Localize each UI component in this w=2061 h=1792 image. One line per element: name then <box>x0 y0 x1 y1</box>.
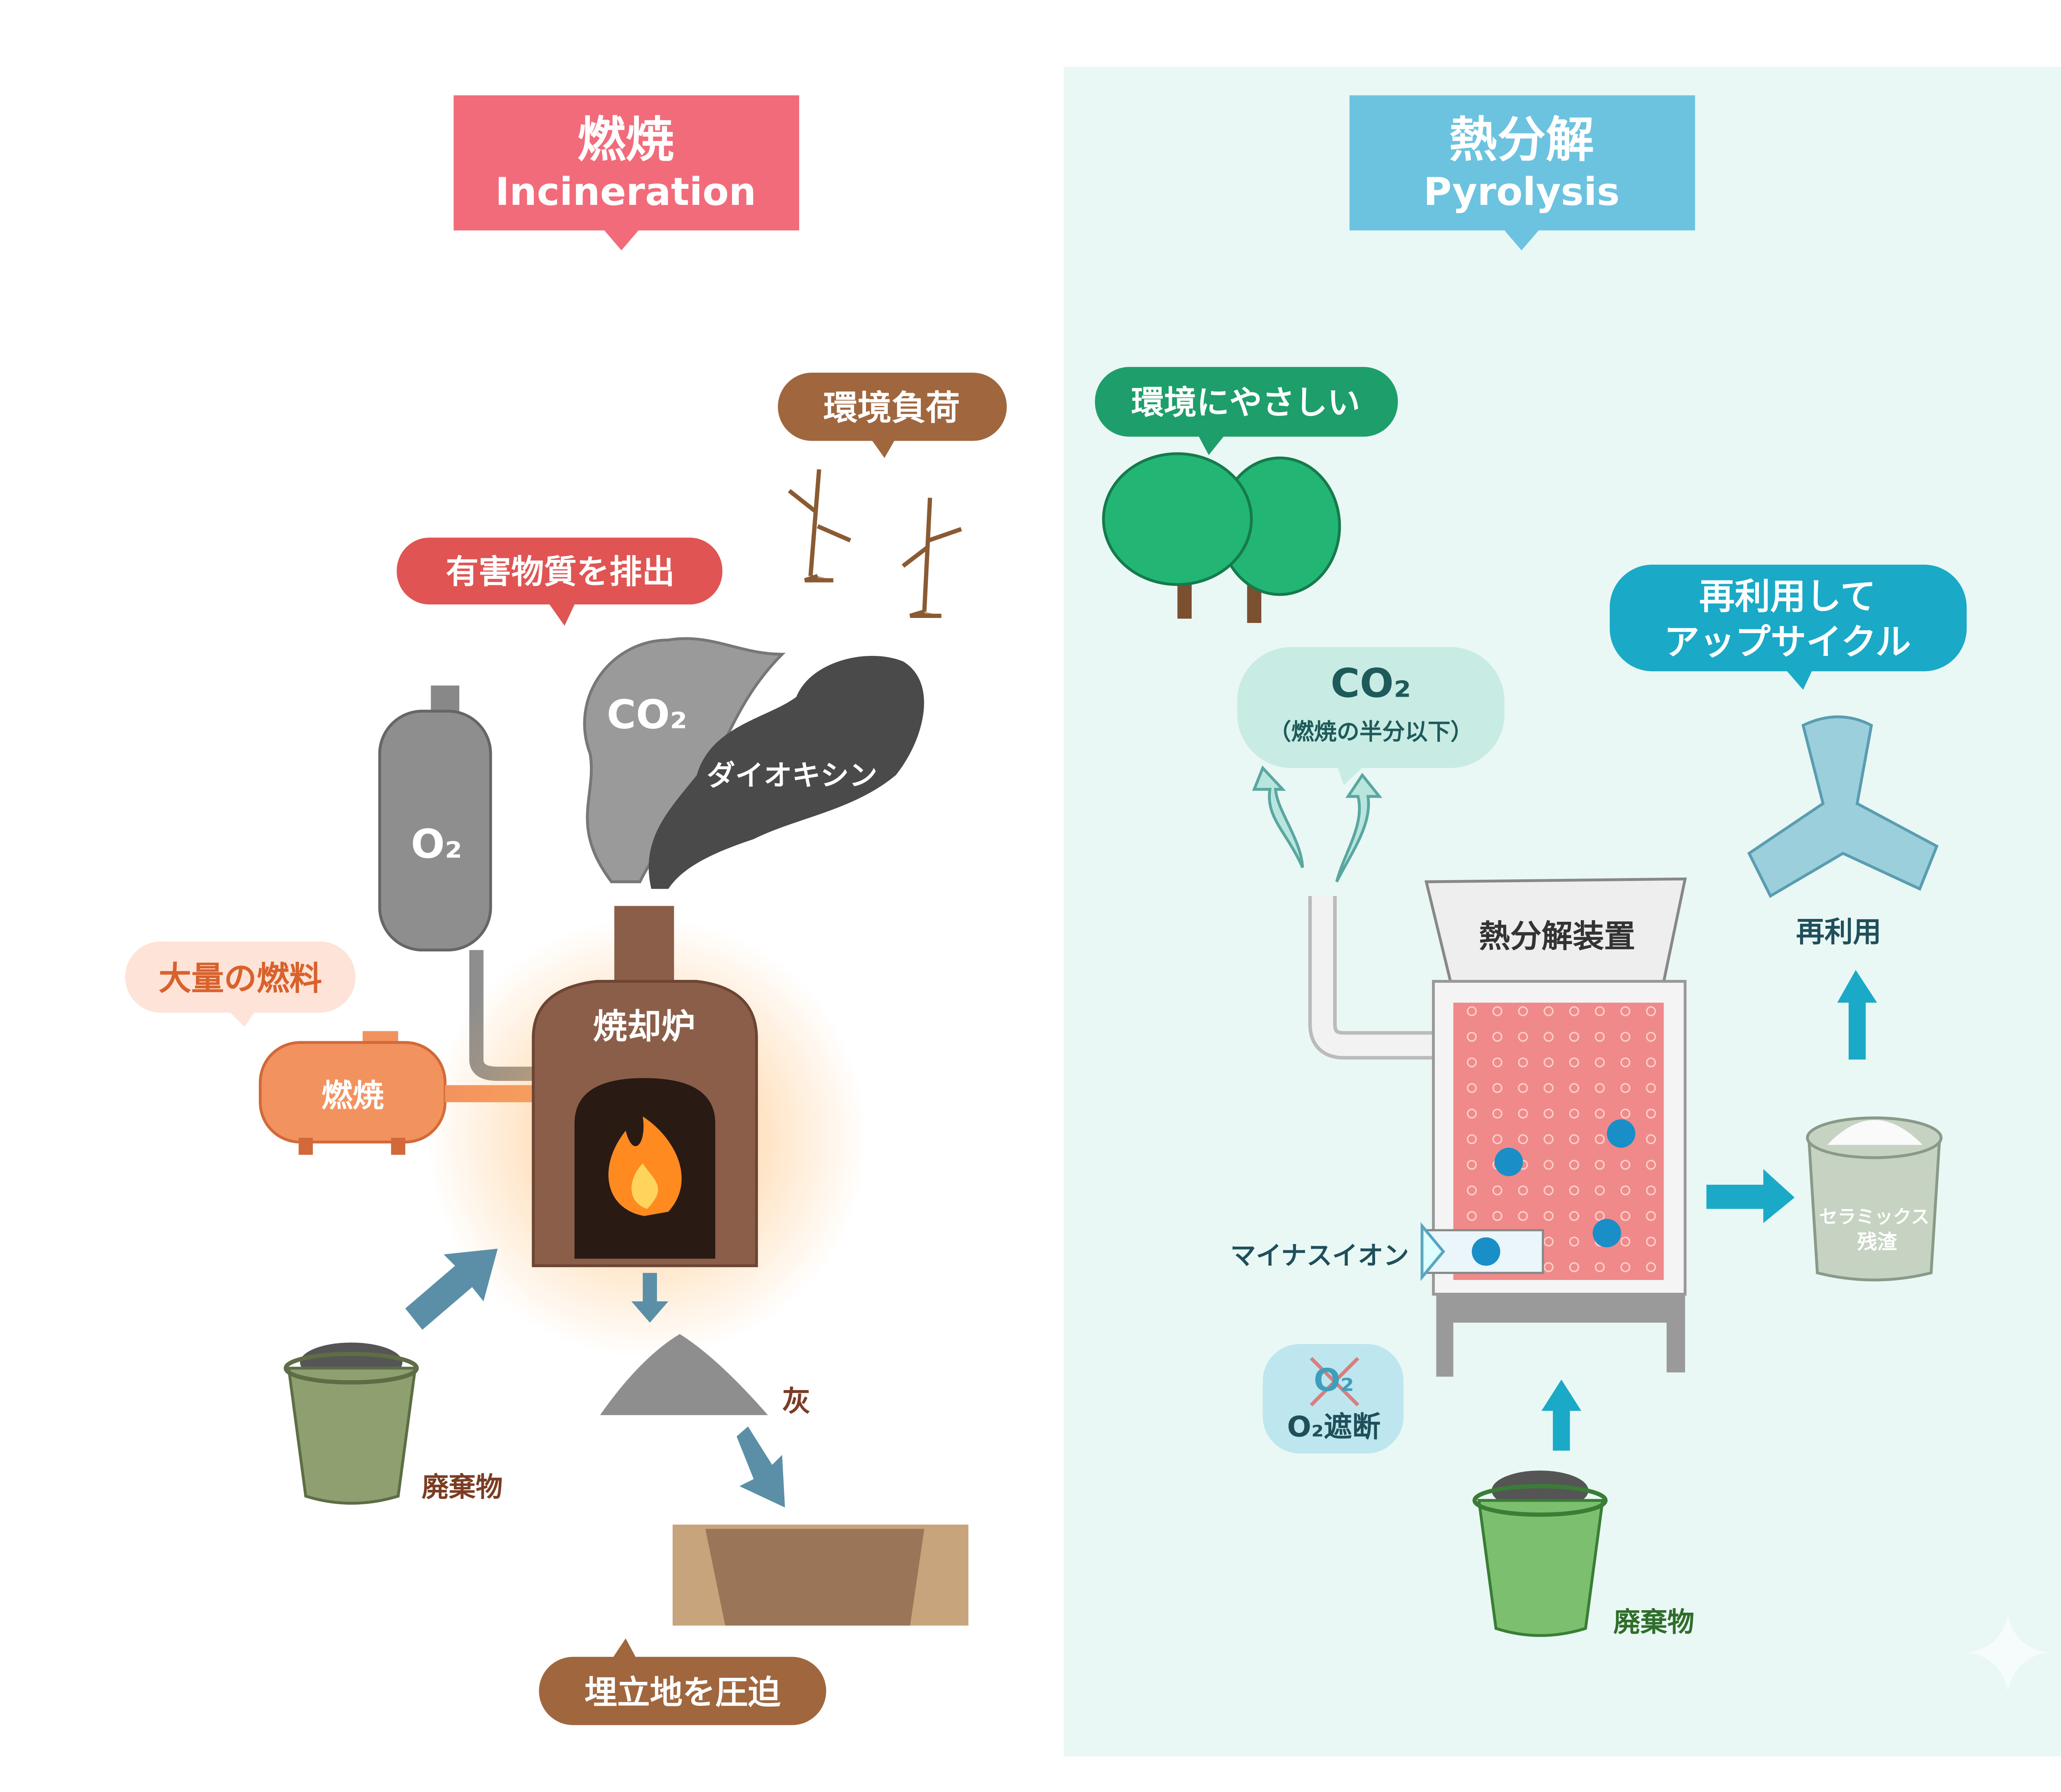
co2-smoke-icon: CO₂ <box>583 637 786 883</box>
o2-label: O₂ <box>411 820 462 867</box>
ceramic-residue-bucket-icon: セラミックス 残渣 <box>1806 1116 1943 1282</box>
exhaust-pipe-icon <box>1308 896 1434 1060</box>
landfill-label: 埋立地を圧迫 <box>584 1673 781 1712</box>
waste-bin-icon: 廃棄物 <box>284 1342 503 1505</box>
arrow-up-reuse-icon <box>1837 970 1877 1060</box>
harmful-bubble: 有害物質を排出 <box>397 538 723 626</box>
o2-block-label: O₂遮断 <box>1287 1410 1381 1443</box>
cross-mark-icon <box>1310 1357 1359 1407</box>
reuse-label: 再利用 <box>1796 916 1881 949</box>
flow-arrows <box>405 1249 785 1508</box>
rising-gas-arrows-icon <box>1252 765 1383 883</box>
arrow-to-furnace-icon <box>405 1249 498 1330</box>
ash-label: 灰 <box>782 1385 810 1418</box>
incineration-title-en: Incineration <box>495 169 756 214</box>
arrow-up-device-icon <box>1541 1379 1582 1451</box>
ceramic-line2: 残渣 <box>1857 1231 1897 1254</box>
incineration-title-ja: 燃焼 <box>577 112 674 168</box>
minus-ion-icon <box>1494 1119 1636 1247</box>
healthy-trees-icon <box>1102 452 1341 623</box>
landfill-icon <box>672 1524 969 1626</box>
tetrapod-icon <box>1747 715 1939 898</box>
fuel-bubble-label: 大量の燃料 <box>159 959 322 998</box>
pyrolysis-waste-label: 廃棄物 <box>1613 1606 1695 1638</box>
fuel-tank-label: 燃焼 <box>322 1078 384 1114</box>
landfill-bubble: 埋立地を圧迫 <box>539 1638 826 1725</box>
eco-bubble: 環境にやさしい <box>1095 367 1398 456</box>
waste-label: 廃棄物 <box>422 1471 503 1503</box>
o2-block-bubble: O₂ O₂遮断 <box>1263 1344 1404 1454</box>
furnace-label: 焼却炉 <box>593 1006 695 1046</box>
pyrolysis-device-icon: 熱分解装置 <box>1420 877 1687 1377</box>
o2-crossed-icon: O₂ <box>1314 1362 1354 1398</box>
co2-low-bubble: CO₂ （燃焼の半分以下） <box>1237 647 1505 785</box>
device-label: 熱分解装置 <box>1479 918 1635 955</box>
arrow-right-icon <box>1706 1169 1795 1223</box>
arrow-down-icon <box>631 1273 669 1323</box>
upcycle-bubble: 再利用して アップサイクル <box>1610 564 1967 690</box>
ash-pile-icon: 灰 <box>600 1334 810 1418</box>
minus-ion-label: マイナスイオン <box>1230 1240 1409 1271</box>
eco-label: 環境にやさしい <box>1131 383 1360 422</box>
pyrolysis-banner: 熱分解 Pyrolysis <box>1349 95 1695 251</box>
fire-icon <box>608 1116 682 1216</box>
arrow-to-landfill-icon <box>737 1426 785 1508</box>
dioxin-label: ダイオキシン <box>707 759 878 792</box>
dioxin-smoke-icon: ダイオキシン <box>648 656 924 889</box>
pyrolysis-title-en: Pyrolysis <box>1423 169 1620 214</box>
env-burden-label: 環境負荷 <box>823 388 960 428</box>
harmful-label: 有害物質を排出 <box>446 553 675 591</box>
ceramic-line1: セラミックス <box>1819 1206 1930 1228</box>
dead-trees-icon <box>788 469 962 618</box>
co2-note-label: （燃焼の半分以下） <box>1268 719 1473 745</box>
incinerator-icon: 焼却炉 <box>426 906 868 1358</box>
upcycle-line1: 再利用して <box>1699 576 1876 618</box>
sparkle-icon <box>1968 1614 2048 1693</box>
green-waste-bin-icon: 廃棄物 <box>1472 1470 1695 1638</box>
upcycle-line2: アップサイクル <box>1664 622 1911 663</box>
pyrolysis-title-ja: 熱分解 <box>1449 112 1594 168</box>
env-burden-bubble: 環境負荷 <box>778 372 1007 458</box>
co2-low-label: CO₂ <box>1331 660 1411 707</box>
co2-label: CO₂ <box>607 691 687 737</box>
fuel-bubble: 大量の燃料 <box>125 941 356 1027</box>
incineration-banner: 燃焼 Incineration <box>453 95 799 251</box>
